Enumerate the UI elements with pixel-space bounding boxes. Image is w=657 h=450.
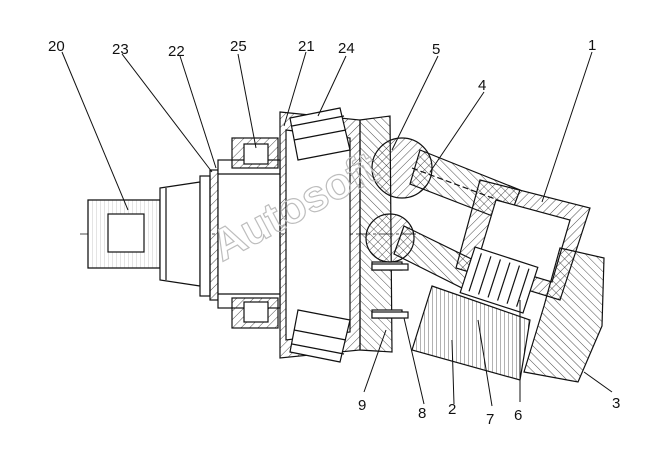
taper-bearing-upper (289, 107, 351, 161)
callout-9: 9 (358, 397, 366, 414)
leader-8 (403, 317, 425, 405)
drawing-body (80, 107, 605, 383)
leader-lines (61, 51, 613, 407)
leader-20 (61, 51, 129, 211)
callout-22: 22 (168, 43, 185, 60)
callout-2: 2 (448, 401, 456, 418)
end-cap (523, 247, 605, 383)
taper-bearing-lower (289, 309, 351, 363)
callout-23: 23 (112, 41, 129, 58)
leader-1 (541, 51, 593, 203)
leader-25 (237, 53, 257, 149)
leader-21 (283, 51, 307, 127)
callout-20: 20 (48, 38, 65, 55)
leader-2 (451, 339, 455, 405)
callout-1: 1 (588, 37, 596, 54)
callout-5: 5 (432, 41, 440, 58)
callout-labels: 20 23 22 25 21 24 5 4 1 3 6 7 2 8 9 (48, 37, 620, 428)
leader-7 (477, 319, 493, 407)
leader-23 (121, 53, 213, 173)
callout-4: 4 (478, 77, 486, 94)
callout-25: 25 (230, 38, 247, 55)
bolts (371, 263, 409, 319)
leader-4 (429, 91, 485, 173)
spring-pack (459, 246, 539, 314)
flange-housing (279, 111, 361, 359)
leader-9 (363, 329, 387, 393)
callout-8: 8 (418, 405, 426, 422)
callout-21: 21 (298, 38, 315, 55)
leader-3 (583, 371, 613, 393)
lower-bearing (231, 297, 279, 329)
callout-7: 7 (486, 411, 494, 428)
callout-24: 24 (338, 40, 355, 57)
callout-6: 6 (514, 407, 522, 424)
leader-5 (391, 55, 439, 151)
leader-22 (179, 55, 217, 169)
shaft-end (87, 181, 201, 287)
callout-3: 3 (612, 395, 620, 412)
leader-24 (317, 55, 347, 117)
